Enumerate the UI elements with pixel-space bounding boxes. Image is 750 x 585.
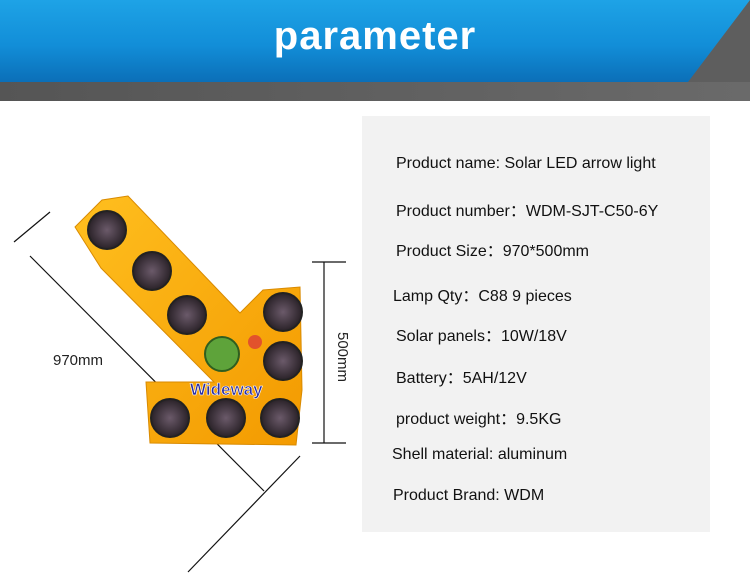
spec-label: Lamp Qty：	[393, 288, 479, 305]
dimension-tick-top	[13, 211, 51, 243]
lamp	[263, 341, 303, 381]
lamp	[87, 210, 127, 250]
spec-value: 10W/18V	[500, 328, 567, 345]
banner-blue-band	[0, 0, 750, 82]
spec-value: WDM	[504, 487, 545, 504]
spec-lamp-qty: Lamp Qty：C88 9 pieces	[393, 282, 572, 306]
spec-label: Product Brand:	[393, 487, 505, 504]
spec-solar-panels: Solar panels：10W/18V	[396, 322, 567, 346]
lamp	[263, 292, 303, 332]
dimension-line-diagonal	[29, 255, 265, 492]
spec-value: 970*500mm	[502, 243, 589, 260]
spec-label: product weight：	[396, 411, 517, 428]
spec-value: WDM-SJT-C50-6Y	[525, 203, 659, 220]
spec-label: Solar panels：	[396, 328, 501, 345]
banner-gray-strip	[0, 82, 750, 101]
spec-value: 9.5KG	[516, 411, 562, 428]
arrow-accent	[248, 335, 262, 349]
spec-value: 5AH/12V	[462, 370, 527, 387]
spec-product-size: Product Size：970*500mm	[396, 237, 589, 261]
width-dimension-label: 970mm	[53, 352, 104, 369]
height-dimension-label: 500mm	[334, 332, 351, 383]
product-diagram: Wideway 970mm 500mm	[0, 100, 362, 580]
spec-value: aluminum	[497, 446, 568, 463]
spec-product-weight: product weight：9.5KG	[396, 405, 561, 429]
spec-product-brand: Product Brand: WDM	[393, 487, 544, 505]
spec-value: C88 9 pieces	[478, 288, 572, 305]
spec-label: Product name:	[396, 155, 505, 172]
spec-panel	[362, 116, 710, 532]
solar-sphere	[204, 336, 240, 372]
dimension-tick-bottom	[187, 455, 301, 573]
lamp	[206, 398, 246, 438]
spec-shell-material: Shell material: aluminum	[392, 446, 567, 464]
spec-label: Product Size：	[396, 243, 503, 260]
spec-label: Product number：	[396, 203, 526, 220]
brand-logo: Wideway	[190, 380, 263, 399]
spec-product-number: Product number：WDM-SJT-C50-6Y	[396, 197, 658, 221]
spec-label: Shell material:	[392, 446, 498, 463]
spec-label: Battery：	[396, 370, 463, 387]
header-banner: parameter	[0, 0, 750, 101]
lamp	[132, 251, 172, 291]
lamp	[150, 398, 190, 438]
arrow-light-illustration: Wideway	[13, 195, 346, 573]
lamp	[167, 295, 207, 335]
lamp-group	[87, 210, 303, 438]
spec-product-name: Product name: Solar LED arrow light	[396, 155, 656, 173]
spec-battery: Battery：5AH/12V	[396, 364, 527, 388]
lamp	[260, 398, 300, 438]
page-title: parameter	[273, 14, 477, 58]
spec-value: Solar LED arrow light	[504, 155, 656, 172]
